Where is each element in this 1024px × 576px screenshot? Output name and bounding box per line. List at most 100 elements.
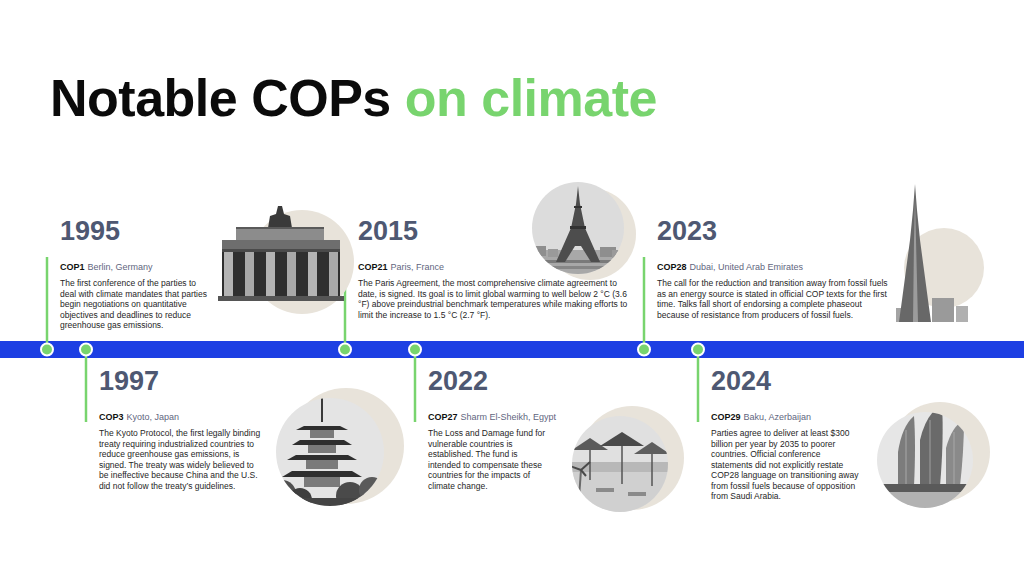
title-accent: on climate — [405, 68, 657, 128]
timeline-bar — [0, 341, 1024, 358]
beach-umbrellas-part — [570, 414, 670, 514]
timeline-event: 1995COP1Berlin, GermanyThe first confere… — [60, 216, 210, 331]
cop-number: COP1 — [60, 262, 85, 272]
eiffel-tower-part-part — [548, 249, 558, 257]
burj-khalifa-part — [913, 196, 918, 322]
event-heading-line: COP28Dubai, United Arab Emirates — [657, 262, 890, 273]
flame-towers-part-part — [930, 420, 931, 486]
flame-towers-part-part — [954, 432, 955, 486]
brandenburg-gate-part — [236, 227, 324, 229]
event-heading-line: COP27Sharm El-Sheikh, Egypt — [428, 412, 546, 423]
event-heading-line: COP1Berlin, Germany — [60, 262, 210, 273]
event-heading-line: COP21Paris, France — [358, 262, 638, 273]
beach-umbrellas-part-part — [600, 432, 644, 446]
event-description: The Kyoto Protocol, the first legally bi… — [99, 428, 264, 491]
eiffel-tower-part-part — [612, 250, 626, 258]
eiffel-tower-part-part — [530, 260, 630, 263]
timeline-dot-part — [339, 344, 351, 356]
flame-towers-part-part — [898, 416, 915, 486]
kyoto-pagoda-part-part — [359, 477, 385, 503]
eiffel-tower-part-part — [530, 180, 630, 280]
beach-umbrellas-part-part — [651, 452, 653, 486]
cop-number: COP29 — [711, 412, 741, 422]
timeline-dot-part — [692, 344, 704, 356]
beach-umbrellas-part-part — [570, 462, 590, 476]
beach-umbrellas — [570, 406, 684, 514]
kyoto-pagoda-part-part — [282, 471, 362, 477]
kyoto-pagoda-part-part — [304, 477, 340, 487]
flame-towers-part-part — [946, 420, 964, 486]
brandenburg-gate-part — [329, 252, 338, 297]
brandenburg-gate-part — [287, 252, 296, 297]
host-city: Berlin, Germany — [88, 262, 153, 272]
beach-umbrellas-part-part — [621, 444, 623, 484]
eiffel-tower-part-part — [556, 186, 600, 262]
timeline-tick-part — [85, 349, 88, 422]
event-year: 1995 — [60, 216, 210, 246]
eiffel-tower-part-part — [574, 206, 582, 208]
beach-umbrellas-part-part — [572, 438, 608, 450]
beach-umbrellas-part-part — [634, 442, 670, 454]
timeline-dot-part — [638, 344, 650, 356]
event-year: 2023 — [657, 216, 890, 246]
host-city: Baku, Azerbaijan — [744, 412, 812, 422]
event-heading-line: COP29Baku, Azerbaijan — [711, 412, 863, 423]
eiffel-tower-part-part — [530, 266, 630, 269]
timeline-event: 2024COP29Baku, AzerbaijanParties agree t… — [711, 366, 863, 502]
timeline-dot — [41, 344, 704, 356]
event-description: The call for the reduction and transitio… — [657, 278, 890, 320]
timeline-dot-part — [80, 344, 92, 356]
cop-number: COP27 — [428, 412, 458, 422]
cop-number: COP3 — [99, 412, 124, 422]
brandenburg-gate-part — [245, 252, 254, 297]
timeline-tick-part — [46, 257, 49, 349]
eiffel-tower-part — [530, 180, 630, 280]
brandenburg-gate-part — [222, 249, 340, 252]
eiffel-tower-part-part — [532, 246, 546, 256]
title-heading: Notable COPs — [50, 68, 391, 128]
kyoto-pagoda — [268, 388, 404, 512]
beach-umbrellas-part-part — [570, 472, 670, 514]
event-year: 2015 — [358, 216, 638, 246]
kyoto-pagoda-part-part — [270, 498, 390, 512]
kyoto-pagoda-part-part — [268, 480, 296, 508]
eiffel-tower-part-part — [570, 226, 586, 229]
brandenburg-gate-part — [222, 240, 340, 252]
event-description: Parties agree to deliver at least $300 b… — [711, 428, 863, 502]
flame-towers-part — [875, 404, 975, 510]
kyoto-pagoda-part-part — [321, 398, 323, 422]
timeline-tick-part — [643, 257, 646, 349]
kyoto-pagoda-part-part — [310, 430, 334, 438]
beach-umbrellas-part-part — [578, 470, 581, 512]
event-heading-line: COP3Kyoto, Japan — [99, 412, 264, 423]
timeline-event: 1997COP3Kyoto, JapanThe Kyoto Protocol, … — [99, 366, 264, 491]
cop-number: COP28 — [657, 262, 687, 272]
event-description: The Loss and Damage fund for vulnerable … — [428, 428, 546, 491]
flame-towers-part-part — [906, 430, 907, 486]
burj-khalifa-part — [956, 306, 968, 322]
burj-khalifa-part — [932, 298, 954, 322]
brandenburg-gate-part — [222, 252, 340, 297]
brandenburg-gate-part — [218, 296, 344, 301]
timeline-event: 2015COP21Paris, FranceThe Paris Agreemen… — [358, 216, 638, 320]
beach-umbrellas-part-part — [589, 448, 591, 480]
event-year: 2022 — [428, 366, 546, 396]
timeline-dot-part — [41, 344, 53, 356]
flame-towers-part-part — [875, 492, 975, 510]
cop-number: COP21 — [358, 262, 388, 272]
timeline-tick-part — [697, 349, 700, 422]
kyoto-pagoda-part-part — [296, 426, 348, 430]
brandenburg-gate-part — [268, 206, 292, 228]
brandenburg-gate-part — [266, 252, 275, 297]
host-city: Dubai, United Arab Emirates — [690, 262, 804, 272]
burj-khalifa-part — [899, 184, 931, 322]
kyoto-pagoda-part-part — [306, 460, 338, 469]
flame-towers — [875, 402, 990, 510]
timeline-tick-part — [414, 349, 417, 422]
brandenburg-gate — [218, 206, 354, 314]
kyoto-pagoda-part-part — [287, 455, 357, 460]
timeline-dot-part — [409, 344, 421, 356]
event-description: The Paris Agreement, the most comprehens… — [358, 278, 638, 320]
brandenburg-gate-part — [224, 252, 233, 297]
